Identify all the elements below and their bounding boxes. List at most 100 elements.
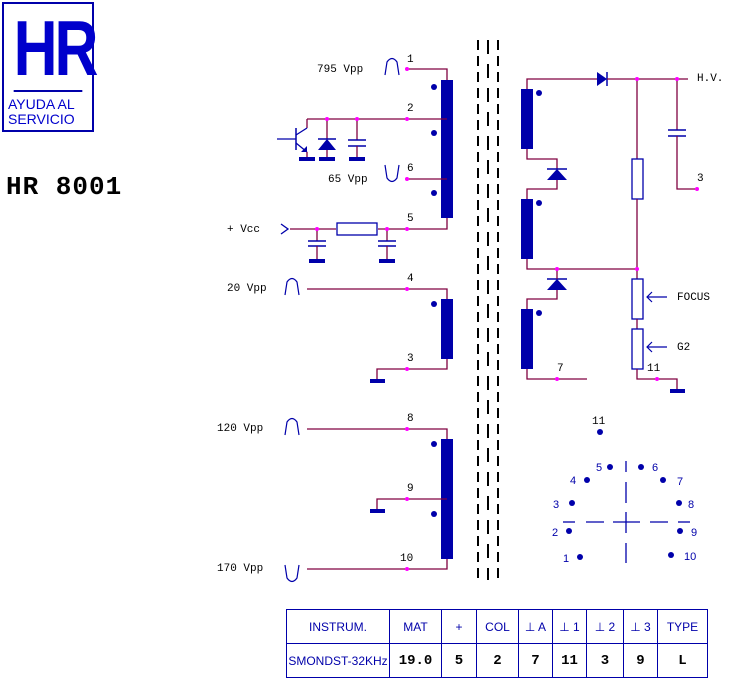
pinout-label: 1: [563, 553, 569, 565]
pin-dot: [676, 500, 682, 506]
primary-coil: [441, 80, 453, 218]
negative-pulse-icon: [384, 164, 400, 183]
focus-potentiometer: [631, 278, 644, 320]
g2-label: G2: [677, 342, 690, 354]
table-header: TYPE: [657, 609, 708, 644]
pin-dot: [677, 528, 683, 534]
table-cell: L: [657, 643, 708, 678]
table-header-row: INSTRUM. MAT + COL ⊥ A ⊥ 1 ⊥ 2 ⊥ 3 TYPE: [286, 609, 708, 644]
g2-wiper-arrow-icon: [646, 341, 667, 353]
secondary-coil: [441, 299, 453, 359]
ground-icon: [670, 389, 685, 393]
wire-cap-pin3: [676, 136, 697, 190]
signal-label-pin4: 20 Vpp: [227, 283, 267, 295]
table-cell: 3: [586, 643, 624, 678]
pin-label: 1: [407, 54, 414, 66]
table-row: SMONDST-32KHz 19.0 5 2 7 11 3 9 L: [286, 643, 708, 678]
pin-dot: [597, 429, 603, 435]
phase-dot: [431, 441, 437, 447]
table-header: +: [441, 609, 477, 644]
table-header: ⊥ 1: [552, 609, 587, 644]
phase-dot: [431, 511, 437, 517]
wire-pin1: [407, 68, 448, 80]
table-header: ⊥ 2: [586, 609, 624, 644]
secondary-winding-low: [307, 288, 453, 383]
primary-winding: [277, 68, 453, 263]
table-cell: 7: [518, 643, 553, 678]
spec-table: INSTRUM. MAT + COL ⊥ A ⊥ 1 ⊥ 2 ⊥ 3 TYPE …: [286, 609, 708, 678]
pinout-label: 7: [677, 476, 683, 488]
table-header: INSTRUM.: [286, 609, 390, 644]
signal-label-vcc: + Vcc: [227, 224, 260, 236]
positive-pulse-icon: [284, 277, 300, 296]
transformer-core: [477, 40, 499, 580]
wire-pin4: [307, 288, 448, 299]
switching-transistor: [277, 119, 315, 161]
logo-subtitle: AYUDA AL SERVICIO: [8, 97, 75, 127]
pin-label: 3: [407, 353, 414, 365]
wire-pin5: [378, 218, 448, 230]
phase-dot: [431, 301, 437, 307]
filter-capacitor: [308, 229, 326, 263]
negative-pulse-icon: [284, 564, 300, 583]
hv-coil: [521, 199, 533, 259]
pin-label: 5: [407, 213, 414, 225]
pin-label: 6: [407, 163, 414, 175]
junction-nodes: [315, 67, 699, 571]
pinout-diagram: 1 2 3 4 5 6 7 8 9 10 11: [552, 416, 697, 565]
pin-label: 9: [407, 483, 414, 495]
pin-label: 10: [400, 553, 413, 565]
table-header: COL: [476, 609, 519, 644]
signal-label-pin6: 65 Vpp: [328, 174, 368, 186]
table-header: ⊥ 3: [623, 609, 658, 644]
pinout-label: 9: [691, 527, 697, 539]
signal-label-pin1: 795 Vpp: [317, 64, 363, 76]
pin-label: 3: [697, 173, 704, 185]
pin-dot: [638, 464, 644, 470]
retrace-capacitor: [348, 119, 366, 161]
phase-dot: [431, 84, 437, 90]
pinout-label: 2: [552, 527, 558, 539]
logo-subtitle-line1: AYUDA AL: [8, 96, 75, 112]
brand-logo: HR AYUDA AL SERVICIO: [2, 2, 98, 132]
ground-icon: [370, 509, 385, 513]
phase-dot: [536, 310, 542, 316]
positive-pulse-icon: [284, 417, 300, 436]
table-cell: 2: [476, 643, 519, 678]
hv-diode: [597, 72, 607, 86]
pinout-label: 5: [596, 462, 602, 474]
hv-section: [521, 72, 697, 393]
table-cell: 11: [552, 643, 587, 678]
damper-diode: [318, 119, 336, 161]
wire-pin7: [526, 369, 587, 380]
table-header: ⊥ A: [518, 609, 553, 644]
wire-pin9: [376, 498, 447, 510]
pinout-label: 11: [592, 416, 606, 428]
hv-coil: [521, 309, 533, 369]
phase-dot: [536, 90, 542, 96]
phase-dot: [431, 130, 437, 136]
filter-capacitor: [378, 229, 396, 263]
pin-label: 11: [647, 363, 661, 375]
table-cell: 19.0: [389, 643, 442, 678]
pin-dot: [668, 552, 674, 558]
wire-hv-top: [526, 78, 597, 89]
pin-label: 2: [407, 103, 414, 115]
table-cell-instrument: SMONDST-32KHz: [286, 643, 390, 678]
pinout-label: 10: [684, 551, 696, 563]
phase-dot: [536, 200, 542, 206]
wire-pin10: [307, 559, 448, 570]
focus-wiper-arrow-icon: [646, 291, 667, 303]
hv-cascade-diode: [547, 169, 567, 180]
signal-label-pin8: 120 Vpp: [217, 423, 263, 435]
wire-pin3: [376, 359, 448, 380]
pin-dot: [569, 500, 575, 506]
secondary-winding-heater: [307, 428, 453, 570]
pinout-label: 6: [652, 462, 658, 474]
vcc-input-arrow-icon: [280, 223, 290, 235]
pin-dot: [584, 477, 590, 483]
signal-label-pin10: 170 Vpp: [217, 563, 263, 575]
hv-cascade-diode: [547, 279, 567, 290]
hv-coil: [521, 89, 533, 149]
logo-subtitle-line2: SERVICIO: [8, 111, 75, 127]
